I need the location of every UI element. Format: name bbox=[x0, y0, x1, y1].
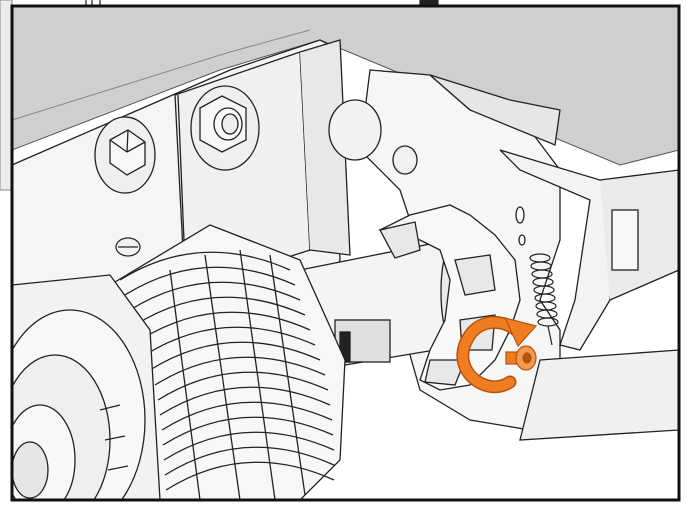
illustration-frame bbox=[10, 4, 681, 502]
rotation-arrow bbox=[456, 316, 538, 394]
tension-spring bbox=[529, 253, 559, 346]
drum-hub bbox=[12, 274, 161, 500]
hex-bolt-left bbox=[94, 116, 156, 194]
side-rail bbox=[499, 149, 679, 441]
hex-bolt-right bbox=[190, 85, 260, 171]
hex-bolts bbox=[94, 85, 260, 194]
set-screw bbox=[505, 345, 537, 371]
bracket-screw bbox=[115, 237, 141, 257]
